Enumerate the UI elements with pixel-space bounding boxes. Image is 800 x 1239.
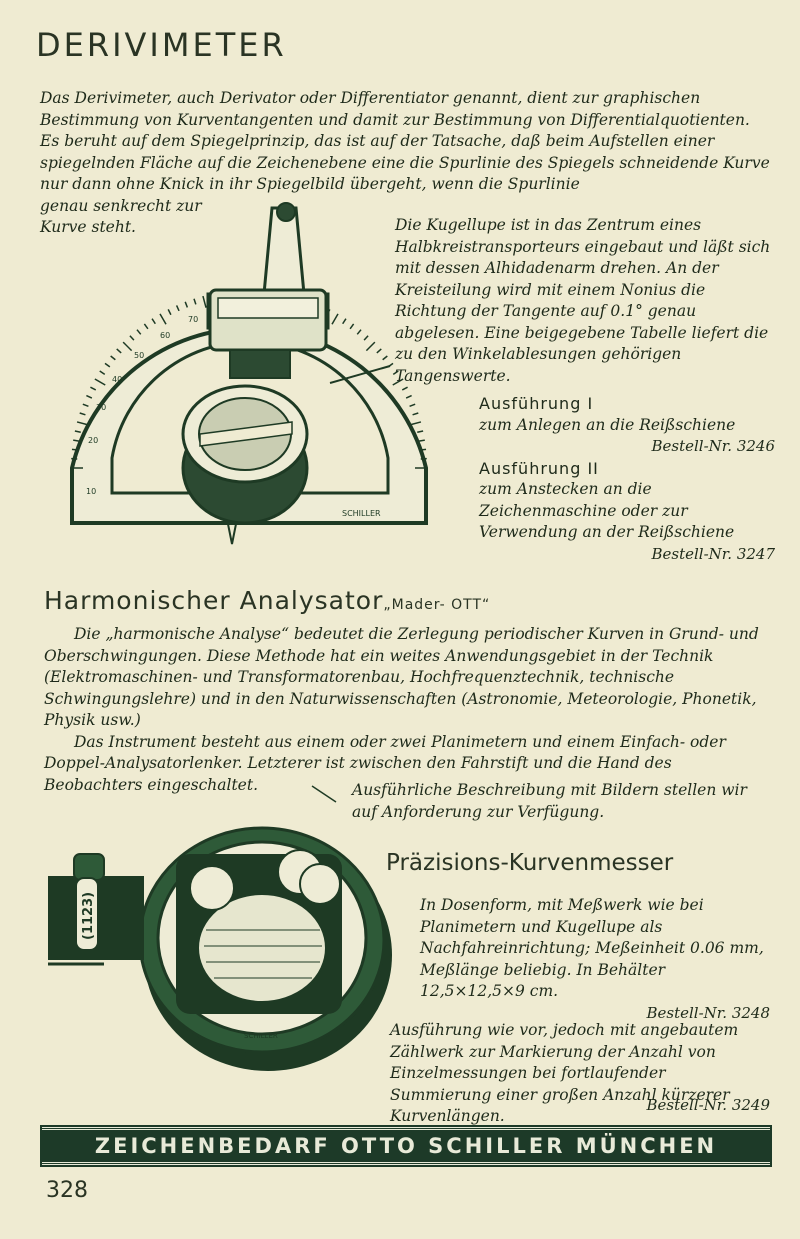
kurvenmesser-title: Präzisions-Kurvenmesser <box>386 850 674 876</box>
protractor-tick <box>136 329 142 335</box>
protractor-tick <box>151 318 156 325</box>
kurvenmesser-maker-label: SCHILLER <box>244 1032 278 1040</box>
scale-label: 50 <box>134 351 144 360</box>
variant2-label: Ausführung II <box>479 458 599 478</box>
protractor-tick <box>382 355 388 361</box>
protractor-tick <box>184 301 189 308</box>
protractor-tick <box>412 412 419 416</box>
scale-label: 30 <box>96 403 106 412</box>
protractor-tick <box>401 386 408 391</box>
protractor-tick <box>74 430 81 433</box>
protractor-tick <box>376 348 382 354</box>
protractor-tick <box>202 295 207 308</box>
protractor-tick <box>90 386 97 391</box>
derivimeter-intro-text: Das Derivimeter, auch Derivator oder Dif… <box>40 89 770 193</box>
page-number: 328 <box>46 1178 88 1203</box>
analysator-text-block: Die „harmonische Analyse“ bedeutet die Z… <box>44 624 764 796</box>
protractor-tick <box>129 335 135 341</box>
analysator-title: Harmonischer Analysator <box>44 586 384 615</box>
protractor-tick <box>122 341 133 352</box>
analysator-text-2: Das Instrument besteht aus einem oder zw… <box>44 732 726 794</box>
protractor-tick <box>342 318 347 325</box>
protractor-tick <box>73 439 80 442</box>
derivimeter-illustration: 10 20 30 40 50 60 70 80 90 SCHILLER <box>70 202 428 545</box>
derivimeter-title: DERIVIMETER <box>36 26 287 64</box>
analysator-title-line: Harmonischer Analysator„Mader- OTT“ <box>44 586 490 615</box>
analysator-subtitle: „Mader- OTT“ <box>383 597 491 613</box>
protractor-tick <box>159 313 167 325</box>
kurvenmesser-text-1: In Dosenform, mit Meßwerk wie bei Planim… <box>420 896 764 1000</box>
kurvenmesser-order-2: Bestell-Nr. 3249 <box>646 1096 770 1114</box>
derivimeter-intro-end: genau senkrecht zur Kurve steht. <box>40 196 202 237</box>
protractor-tick <box>167 309 172 316</box>
protractor-tick <box>356 329 362 335</box>
protractor-tick <box>409 421 422 426</box>
protractor-tick <box>405 394 412 399</box>
protractor-tick <box>392 370 399 375</box>
scale-label: 70 <box>188 315 198 324</box>
variant2-order: Bestell-Nr. 3247 <box>651 544 775 563</box>
protractor-tick <box>349 323 355 330</box>
protractor-tick <box>175 305 180 312</box>
protractor-tick <box>79 412 86 416</box>
variant1-order: Bestell-Nr. 3246 <box>651 437 775 455</box>
protractor-tick <box>110 355 116 361</box>
analysator-text-1: Die „harmonische Analyse“ bedeutet die Z… <box>44 625 759 729</box>
kurvenmesser-counter-label: (1123) <box>81 892 96 940</box>
protractor-tick <box>99 370 106 375</box>
derivimeter-description: Die Kugellupe ist in das Zentrum eines H… <box>395 216 771 385</box>
variant1-text: zum Anlegen an die Reißschiene <box>479 415 736 434</box>
protractor-tick <box>417 430 424 433</box>
protractor-tick <box>76 421 89 426</box>
protractor-tick <box>392 378 404 386</box>
scale-label: 10 <box>86 487 96 496</box>
protractor-tick <box>104 362 111 368</box>
protractor-tick <box>419 448 427 451</box>
derivimeter-description-block: Die Kugellupe ist in das Zentrum eines H… <box>395 215 775 565</box>
scale-label: 60 <box>160 331 170 340</box>
derivimeter-intro: Das Derivimeter, auch Derivator oder Dif… <box>40 88 770 239</box>
kurvenmesser-text-2: Ausführung wie vor, jedoch mit angebaute… <box>390 1021 739 1125</box>
protractor-tick <box>82 403 89 408</box>
kurvenmesser-order-1: Bestell-Nr. 3248 <box>646 1003 770 1022</box>
protractor-tick <box>363 335 369 341</box>
variant1-label: Ausführung I <box>479 394 594 413</box>
protractor-tick <box>116 348 122 354</box>
protractor-tick <box>193 298 197 305</box>
protractor-tick <box>86 394 93 399</box>
scale-label: 20 <box>88 436 98 445</box>
variant2-text: zum Anstecken an die Zeichenmaschine ode… <box>479 480 735 541</box>
scale-label: 40 <box>112 375 122 384</box>
protractor-tick <box>71 448 79 451</box>
protractor-tick <box>418 439 425 442</box>
protractor-tick <box>409 403 416 408</box>
protractor-tick <box>331 313 339 325</box>
kurvenmesser-illustration: (1123) SCHILLER <box>48 785 392 1071</box>
protractor-tick <box>143 323 149 330</box>
protractor-tick <box>94 378 106 386</box>
derivimeter-maker-label: SCHILLER <box>342 509 381 518</box>
footer-banner: ZEICHENBEDARF OTTO SCHILLER MÜNCHEN <box>42 1127 770 1165</box>
analysator-note: Ausführliche Beschreibung mit Bildern st… <box>352 781 747 821</box>
protractor-tick <box>365 341 376 352</box>
kurvenmesser-block-1: In Dosenform, mit Meßwerk wie bei Planim… <box>420 895 770 1024</box>
kurvenmesser-order-2-line: Bestell-Nr. 3249 <box>52 1095 770 1117</box>
